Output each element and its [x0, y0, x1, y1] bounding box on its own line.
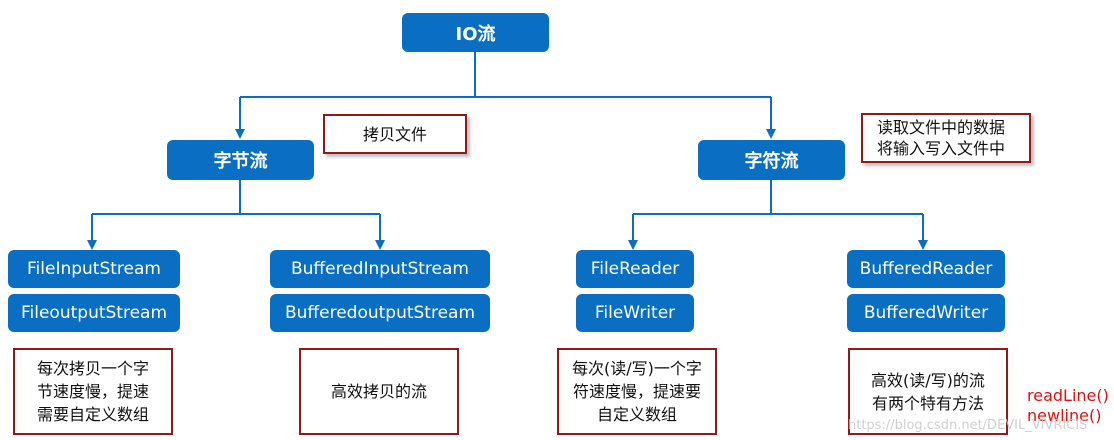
buffered-output-stream-box: BufferedoutputStream	[270, 294, 490, 332]
file-writer-box: FileWriter	[576, 294, 694, 332]
newline-method-label: newline()	[1027, 406, 1102, 425]
read-write-note: 读取文件中的数据将输入写入文件中	[861, 113, 1031, 163]
byte-basic-note-text: 每次拷贝一个字节速度慢，提速需要自定义数组	[36, 359, 149, 424]
watermark: https://blog.csdn.net/DEVIL_VIVRICIS	[848, 418, 1088, 433]
char-buffered-note: 高效(读/写)的流有两个特有方法	[848, 348, 1008, 435]
byte-buffered-note: 高效拷贝的流	[299, 348, 459, 435]
buffered-input-stream-label: BufferedInputStream	[290, 259, 469, 279]
buffered-output-stream-label: BufferedoutputStream	[284, 303, 476, 323]
file-output-stream-label: FileoutputStream	[20, 303, 168, 323]
char-basic-note: 每次(读/写)一个字符速度慢，提速要自定义数组	[557, 348, 717, 435]
buffered-reader-box: BufferedReader	[847, 250, 1005, 288]
byte-buffered-note-text: 高效拷贝的流	[330, 382, 427, 401]
char-basic-note-text: 每次(读/写)一个字符速度慢，提速要自定义数组	[572, 359, 702, 424]
io-stream-root-label: IO流	[455, 23, 496, 45]
buffered-writer-label: BufferedWriter	[863, 303, 989, 323]
readline-method-label: readLine()	[1027, 386, 1109, 405]
byte-stream-label: 字节流	[213, 151, 268, 172]
copy-file-note: 拷贝文件	[323, 114, 467, 154]
byte-stream-box: 字节流	[167, 140, 314, 180]
file-output-stream-box: FileoutputStream	[8, 294, 180, 332]
io-stream-root-box: IO流	[402, 13, 549, 52]
file-input-stream-box: FileInputStream	[8, 250, 180, 288]
file-reader-box: FileReader	[576, 250, 694, 288]
copy-file-note-text: 拷贝文件	[362, 124, 427, 144]
char-stream-label: 字符流	[744, 151, 799, 172]
char-stream-box: 字符流	[698, 140, 845, 180]
file-writer-label: FileWriter	[594, 303, 676, 323]
file-input-stream-label: FileInputStream	[27, 259, 161, 279]
byte-basic-note: 每次拷贝一个字节速度慢，提速需要自定义数组	[13, 348, 173, 435]
buffered-reader-label: BufferedReader	[859, 259, 993, 279]
char-buffered-note-text: 高效(读/写)的流有两个特有方法	[871, 370, 985, 413]
buffered-input-stream-box: BufferedInputStream	[270, 250, 490, 288]
read-write-note-text: 读取文件中的数据将输入写入文件中	[877, 118, 1006, 158]
buffered-writer-box: BufferedWriter	[847, 294, 1005, 332]
file-reader-label: FileReader	[590, 259, 680, 279]
